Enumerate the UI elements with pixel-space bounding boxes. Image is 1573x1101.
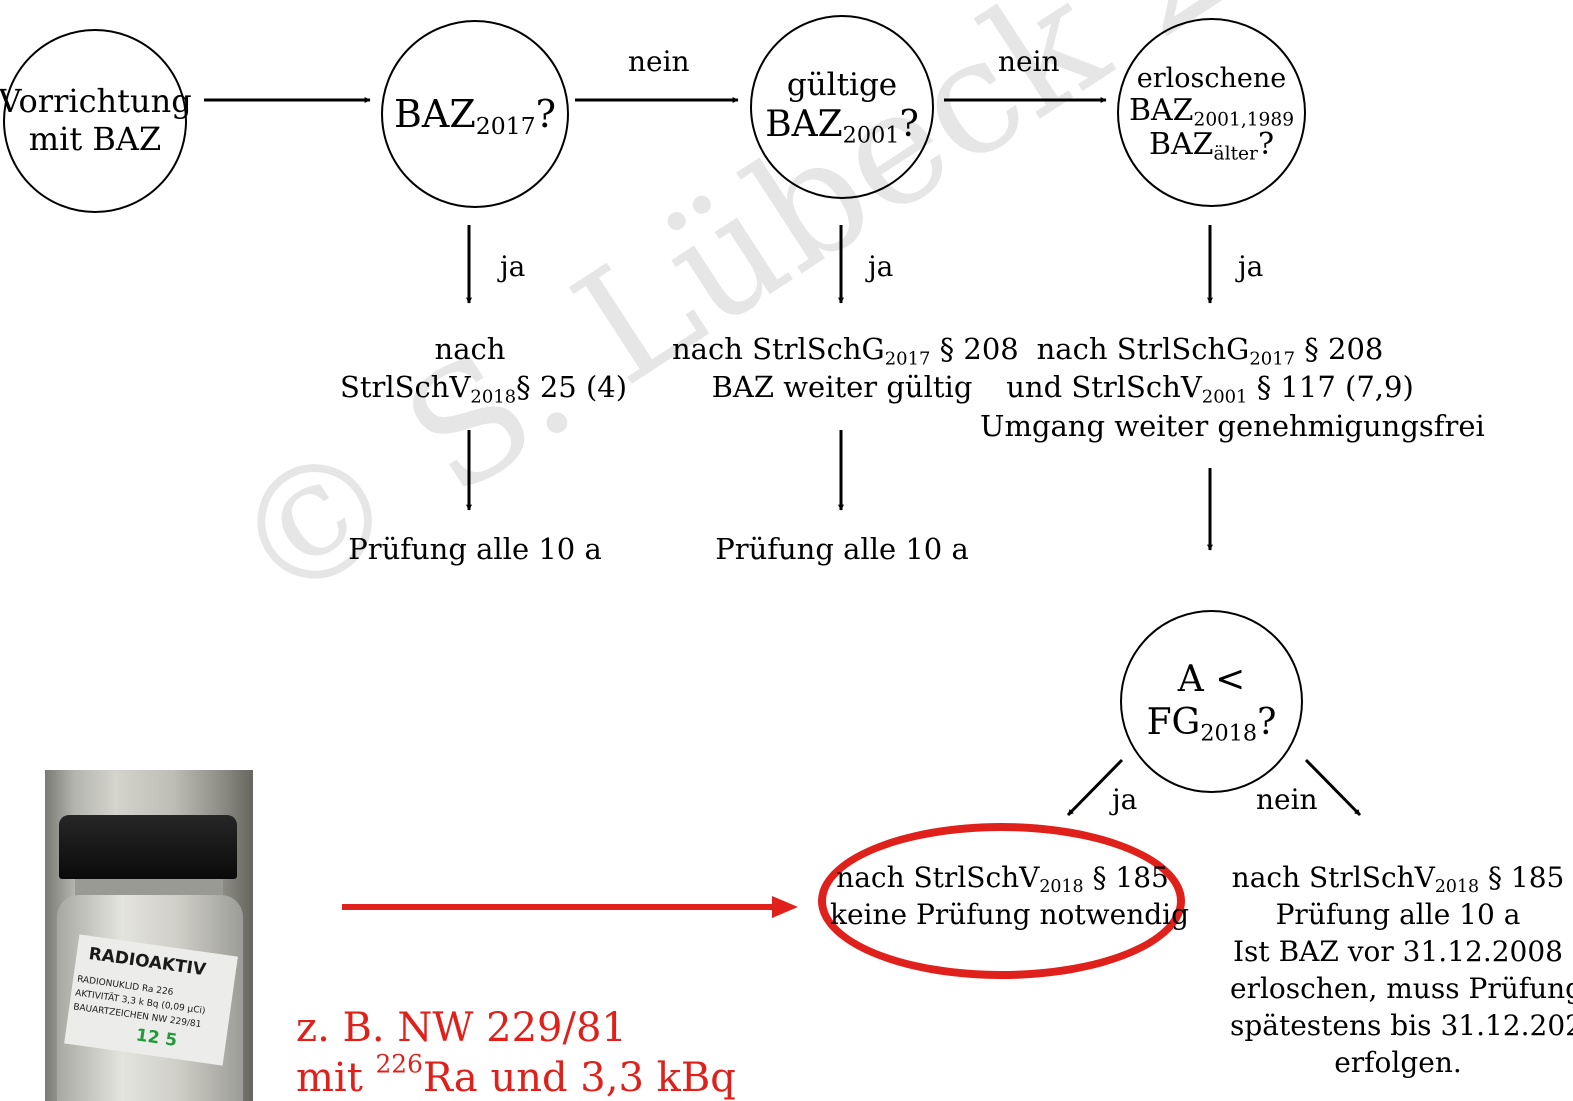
example-line2: mit 226Ra und 3,3 kBq [296, 1058, 736, 1098]
decision-baz2001: gültige BAZ2001? [750, 15, 934, 199]
decision-expired: erloschene BAZ2001,1989 BAZälter? [1117, 18, 1306, 207]
example-line1: z. B. NW 229/81 [296, 1008, 627, 1048]
start-line2: mit BAZ [29, 121, 161, 159]
decision-baz2017: BAZ2017? [381, 20, 569, 208]
label-nein-2: nein [998, 45, 1060, 78]
label-ja-1: ja [500, 250, 525, 283]
r1-line1: nach [340, 330, 600, 368]
result-r2: nach StrlSchG2017 § 208 BAZ weiter gülti… [672, 330, 1012, 407]
no-final-line5: spätestens bis 31.12.2021 [1230, 1008, 1566, 1045]
label-ja-4: ja [1112, 783, 1137, 816]
expired-line2: BAZ2001,1989 [1129, 94, 1294, 128]
bottle-photo: RADIOAKTIV RADIONUKLID Ra 226 AKTIVITÄT … [45, 770, 253, 1101]
expired-line3: BAZälter? [1149, 128, 1274, 162]
result-r3: nach StrlSchG2017 § 208 und StrlSchV2001… [980, 330, 1440, 445]
activity-line2: FG2018? [1147, 702, 1277, 744]
bottle-label-title: RADIOAKTIV [87, 944, 207, 980]
start-line1: Vorrichtung [0, 83, 192, 121]
result-r1: nach StrlSchV2018§ 25 (4) [340, 330, 600, 407]
bottle-label-number: 12 5 [135, 1025, 179, 1051]
r3-line2: und StrlSchV2001 § 117 (7,9) [980, 368, 1440, 406]
baz2001-line1: gültige [787, 67, 897, 104]
start-node: Vorrichtung mit BAZ [3, 29, 187, 213]
pruef-1: Prüfung alle 10 a [345, 530, 605, 568]
example-red-arrowhead [772, 896, 798, 918]
activity-line1: A < [1178, 659, 1246, 701]
baz2001-text: BAZ2001? [765, 104, 919, 146]
yes-final-line2: keine Prüfung notwendig [830, 897, 1175, 934]
bottle-cap [59, 815, 237, 879]
label-ja-2: ja [868, 250, 893, 283]
r3-line1: nach StrlSchG2017 § 208 [980, 330, 1440, 368]
r2-line1: nach StrlSchG2017 § 208 [672, 330, 1012, 368]
expired-line1: erloschene [1137, 64, 1287, 94]
no-final-line3: Ist BAZ vor 31.12.2008 [1230, 934, 1566, 971]
label-nein-3: nein [1256, 783, 1318, 816]
no-final-line4: erloschen, muss Prüfung [1230, 971, 1566, 1008]
no-final-line6: erfolgen. [1230, 1045, 1566, 1082]
pruef-2: Prüfung alle 10 a [712, 530, 972, 568]
bottle-label: RADIOAKTIV RADIONUKLID Ra 226 AKTIVITÄT … [64, 934, 238, 1065]
r2-line2: BAZ weiter gültig [672, 368, 1012, 406]
r1-line2: StrlSchV2018§ 25 (4) [340, 368, 600, 406]
no-final-line2: Prüfung alle 10 a [1230, 897, 1566, 934]
yes-final-line1: nach StrlSchV2018 § 185 [830, 860, 1175, 897]
label-nein-1: nein [628, 45, 690, 78]
result-yes-final: nach StrlSchV2018 § 185 keine Prüfung no… [830, 860, 1175, 934]
no-final-line1: nach StrlSchV2018 § 185 [1230, 860, 1566, 897]
result-no-final: nach StrlSchV2018 § 185 Prüfung alle 10 … [1230, 860, 1566, 1082]
label-ja-3: ja [1238, 250, 1263, 283]
baz2017-text: BAZ2017? [394, 92, 556, 137]
r3-line3: Umgang weiter genehmigungsfrei [980, 407, 1440, 445]
decision-activity: A < FG2018? [1120, 610, 1303, 793]
